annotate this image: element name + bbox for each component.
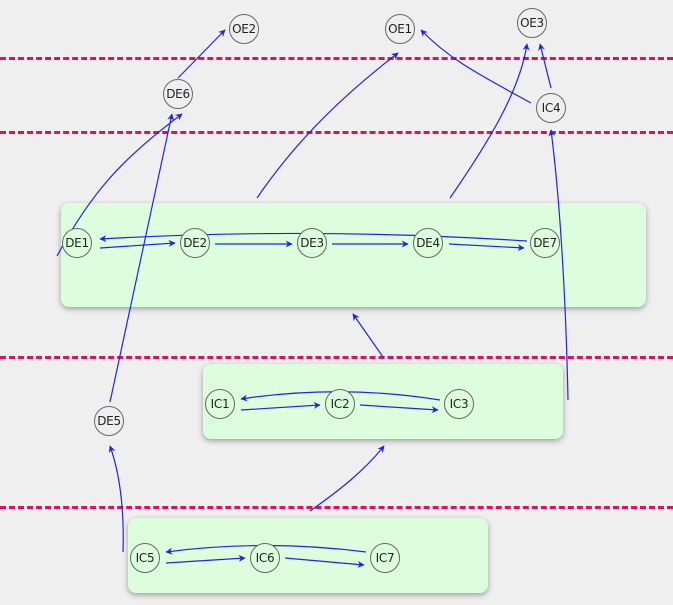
edge-de6-oe2 [177, 29, 226, 79]
node-de7[interactable]: DE7 [530, 228, 560, 258]
node-oe1[interactable]: OE1 [385, 14, 415, 44]
edge-ic-lower-ic-upper [309, 445, 385, 512]
edge-de-oe3 [449, 43, 530, 199]
node-de5[interactable]: DE5 [94, 406, 124, 436]
edge-de-oe1 [256, 52, 399, 199]
group-box-ic-lower [128, 518, 488, 593]
node-ic1[interactable]: IC1 [205, 389, 235, 419]
edge-ic5-ic6 [165, 554, 246, 564]
edge-ic-de [352, 313, 384, 358]
group-box-ic-upper [203, 364, 563, 439]
layer-separator-1 [0, 57, 673, 60]
layer-separator-2 [0, 131, 673, 134]
edge-de4-de7 [448, 243, 525, 252]
edge-de5-de6 [109, 113, 175, 403]
layer-separator-3 [0, 356, 673, 359]
node-ic3[interactable]: IC3 [444, 389, 474, 419]
edge-ic4-oe3 [538, 43, 552, 89]
layer-separator-4 [0, 506, 673, 509]
node-de1[interactable]: DE1 [62, 228, 92, 258]
node-oe3[interactable]: OE3 [517, 8, 547, 38]
edge-ic2-ic3 [359, 404, 439, 414]
edge-ic3-ic4 [548, 129, 569, 401]
node-ic5[interactable]: IC5 [130, 543, 160, 573]
edge-ic4-oe1 [420, 29, 532, 104]
node-ic7[interactable]: IC7 [370, 543, 400, 573]
node-oe2[interactable]: OE2 [229, 14, 259, 44]
node-de4[interactable]: DE4 [413, 228, 443, 258]
edge-ic5-de5 [108, 445, 124, 553]
node-ic6[interactable]: IC6 [250, 543, 280, 573]
edge-ic6-ic7 [284, 557, 365, 568]
edge-ic1-ic2 [240, 401, 321, 411]
node-de3[interactable]: DE3 [297, 228, 327, 258]
node-de2[interactable]: DE2 [180, 228, 210, 258]
node-ic2[interactable]: IC2 [325, 389, 355, 419]
node-ic4[interactable]: IC4 [536, 93, 566, 123]
edge-de1-de2 [99, 239, 176, 249]
node-de6[interactable]: DE6 [163, 79, 193, 109]
